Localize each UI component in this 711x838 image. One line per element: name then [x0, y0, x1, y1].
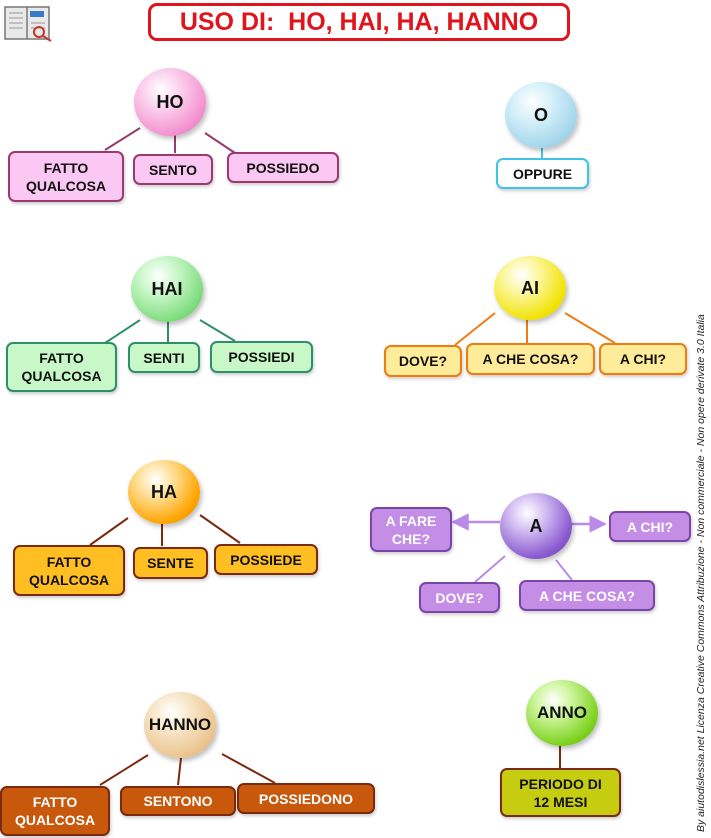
ha-label: HA — [151, 481, 177, 502]
page-title: USO DI: HO, HAI, HA, HANNO — [148, 3, 570, 41]
anno-item-periodo: PERIODO DI 12 MESI — [500, 768, 621, 817]
hai-item-senti: SENTI — [128, 342, 200, 373]
o-label: O — [533, 104, 548, 125]
hai-label: HAI — [151, 278, 183, 299]
ha-item-fatto-qualcosa: FATTO QUALCOSA — [13, 545, 125, 596]
o-bubble: O — [505, 82, 577, 148]
anno-label: ANNO — [536, 703, 588, 722]
a-label: A — [529, 515, 543, 536]
a-item-dove: DOVE? — [419, 582, 500, 613]
hai-item-fatto-qualcosa: FATTO QUALCOSA — [6, 342, 117, 392]
ai-item-a-che-cosa: A CHE COSA? — [466, 343, 595, 375]
ho-label: HO — [156, 91, 184, 112]
o-item-oppure: OPPURE — [496, 158, 589, 189]
hanno-label: HANNO — [148, 715, 212, 734]
ho-item-fatto-qualcosa: FATTO QUALCOSA — [8, 151, 124, 202]
a-item-a-fare-che: A FARE CHE? — [370, 507, 452, 552]
ha-item-possiede: POSSIEDE — [214, 544, 318, 575]
book-logo-icon — [4, 6, 52, 42]
license-credit: By aiutodislessia.net Licenza Creative C… — [695, 314, 707, 832]
ai-item-a-chi: A CHI? — [599, 343, 687, 375]
hanno-item-possiedono: POSSIEDONO — [237, 783, 375, 814]
ai-label: AI — [521, 277, 539, 298]
ho-item-possiedo: POSSIEDO — [227, 152, 339, 183]
ha-item-sente: SENTE — [133, 547, 208, 579]
ai-bubble: AI — [494, 256, 566, 320]
hai-bubble: HAI — [131, 256, 203, 322]
ai-item-dove: DOVE? — [384, 345, 462, 377]
a-item-a-che-cosa: A CHE COSA? — [519, 580, 655, 611]
ho-bubble: HO — [134, 68, 206, 136]
hanno-item-sentono: SENTONO — [120, 786, 236, 816]
ho-item-sento: SENTO — [133, 154, 213, 185]
hai-item-possiedi: POSSIEDI — [210, 341, 313, 373]
ha-bubble: HA — [128, 460, 200, 524]
hanno-item-fatto-qualcosa: FATTO QUALCOSA — [0, 786, 110, 836]
hanno-bubble: HANNO — [144, 692, 216, 758]
a-item-a-chi: A CHI? — [609, 511, 691, 542]
anno-bubble: ANNO — [526, 680, 598, 746]
a-bubble: A — [500, 493, 572, 559]
